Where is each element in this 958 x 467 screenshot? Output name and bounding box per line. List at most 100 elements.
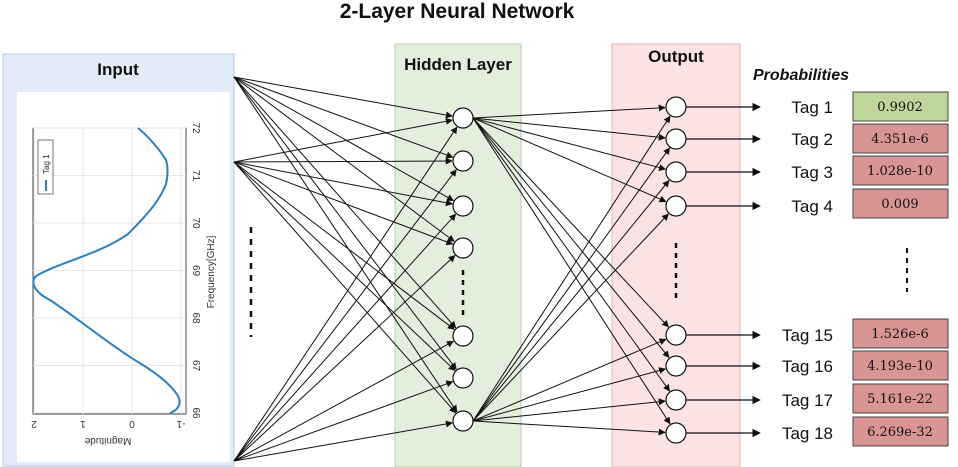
input-hidden-edge	[233, 255, 456, 462]
probability-box	[852, 188, 949, 219]
magnitude-axis-label: Magnitude	[84, 435, 131, 446]
hidden-node	[452, 107, 474, 129]
input-hidden-edge	[233, 340, 454, 462]
tag-label: Tag 4	[791, 197, 833, 216]
input-hidden-edge	[233, 76, 458, 413]
hidden-node	[452, 237, 474, 259]
input-hidden-edge	[233, 420, 453, 462]
input-hidden-edge	[233, 76, 453, 119]
tag-label: Tag 16	[782, 357, 833, 376]
frequency-tick-label: 71	[190, 170, 201, 182]
input-hidden-edge	[233, 213, 457, 462]
input-label: Input	[97, 60, 139, 79]
tag-label: Tag 15	[782, 326, 833, 345]
input-hidden-edge	[233, 157, 453, 165]
hidden-output-edge	[472, 179, 670, 422]
probability-value: 1.028e-10	[867, 164, 933, 179]
plot-gridlines	[33, 127, 186, 414]
hidden-output-edge	[472, 117, 667, 203]
tag-label: Tag 18	[782, 424, 833, 443]
output-node	[665, 324, 687, 346]
probability-box	[852, 91, 949, 122]
input-hidden-edge	[233, 76, 455, 242]
hidden-output-edge	[472, 115, 671, 422]
hidden-node	[452, 325, 474, 347]
hidden-output-edge	[472, 420, 666, 436]
magnitude-tick-label: -1	[176, 418, 185, 429]
legend-label: Tag 1	[42, 154, 51, 174]
tag-label: Tag 17	[782, 391, 833, 410]
probability-value: 0.009	[881, 197, 918, 212]
tag-label: Tag 1	[791, 98, 833, 117]
hidden-output-edge	[472, 398, 666, 422]
input-hidden-edge	[233, 161, 454, 246]
input-to-hidden-connections	[233, 76, 458, 462]
hidden-node	[452, 150, 474, 172]
output-label: Output	[648, 47, 704, 66]
input-hidden-edge	[233, 380, 454, 462]
hidden-layer-label: Hidden Layer	[404, 55, 512, 74]
probability-value: 5.161e-22	[867, 392, 933, 407]
output-node	[665, 389, 687, 411]
input-hidden-edge	[233, 76, 457, 370]
probability-value: 4.351e-6	[871, 132, 929, 147]
magnitude-tick-label: 2	[31, 418, 37, 429]
spectrum-line	[32, 127, 181, 414]
diagram-title: 2-Layer Neural Network	[340, 0, 575, 23]
hidden-output-edge	[472, 367, 667, 422]
hidden-to-output-connections	[472, 104, 671, 436]
input-hidden-edge	[233, 76, 457, 329]
input-hidden-edge	[233, 76, 454, 159]
input-hidden-edge	[233, 169, 457, 462]
output-node	[665, 96, 687, 118]
hidden-output-edge	[472, 213, 669, 422]
probability-box	[852, 123, 949, 154]
output-node	[665, 128, 687, 150]
hidden-node	[452, 195, 474, 217]
output-node	[665, 195, 687, 217]
tag-label: Tag 3	[791, 163, 833, 182]
hidden-output-edge	[472, 104, 666, 119]
probability-box	[852, 155, 949, 186]
frequency-tick-label: 69	[190, 265, 201, 277]
output-node	[665, 161, 687, 183]
input-hidden-edge	[233, 76, 455, 202]
hidden-output-edge	[472, 117, 670, 359]
frequency-tick-label: 68	[190, 312, 201, 324]
output-layer-nodes	[665, 96, 687, 444]
input-hidden-edge	[233, 161, 453, 207]
output-node	[665, 422, 687, 444]
input-hidden-edge	[233, 161, 457, 414]
frequency-tick-label: 72	[190, 122, 201, 134]
probability-box	[852, 416, 949, 447]
hidden-node	[452, 367, 474, 389]
frequency-tick-label: 70	[190, 217, 201, 229]
input-hidden-edge	[233, 126, 458, 462]
probability-value: 6.269e-32	[867, 425, 933, 440]
probability-box	[852, 350, 949, 381]
input-hidden-edge	[233, 161, 456, 371]
output-arrows	[686, 102, 761, 438]
hidden-layer-nodes	[452, 107, 474, 432]
probability-value: 0.9902	[877, 100, 923, 115]
input-hidden-edge	[233, 161, 455, 330]
input-hidden-edge	[233, 117, 453, 163]
hidden-output-edge	[472, 117, 669, 328]
frequency-tick-label: 67	[190, 360, 201, 372]
hidden-output-edge	[472, 338, 667, 422]
frequency-tick-label: 66	[190, 407, 201, 419]
probabilities-label: Probabilities	[753, 67, 849, 84]
hidden-output-edge	[472, 117, 671, 392]
hidden-output-edge	[472, 147, 671, 422]
probability-box	[852, 383, 949, 414]
plot-legend: Tag 1	[37, 139, 54, 195]
hidden-node	[452, 410, 474, 432]
tag-label: Tag 2	[791, 130, 833, 149]
magnitude-tick-label: 1	[80, 418, 86, 429]
frequency-axis-label: Frequency[GHz]	[206, 235, 217, 308]
output-node	[665, 355, 687, 377]
